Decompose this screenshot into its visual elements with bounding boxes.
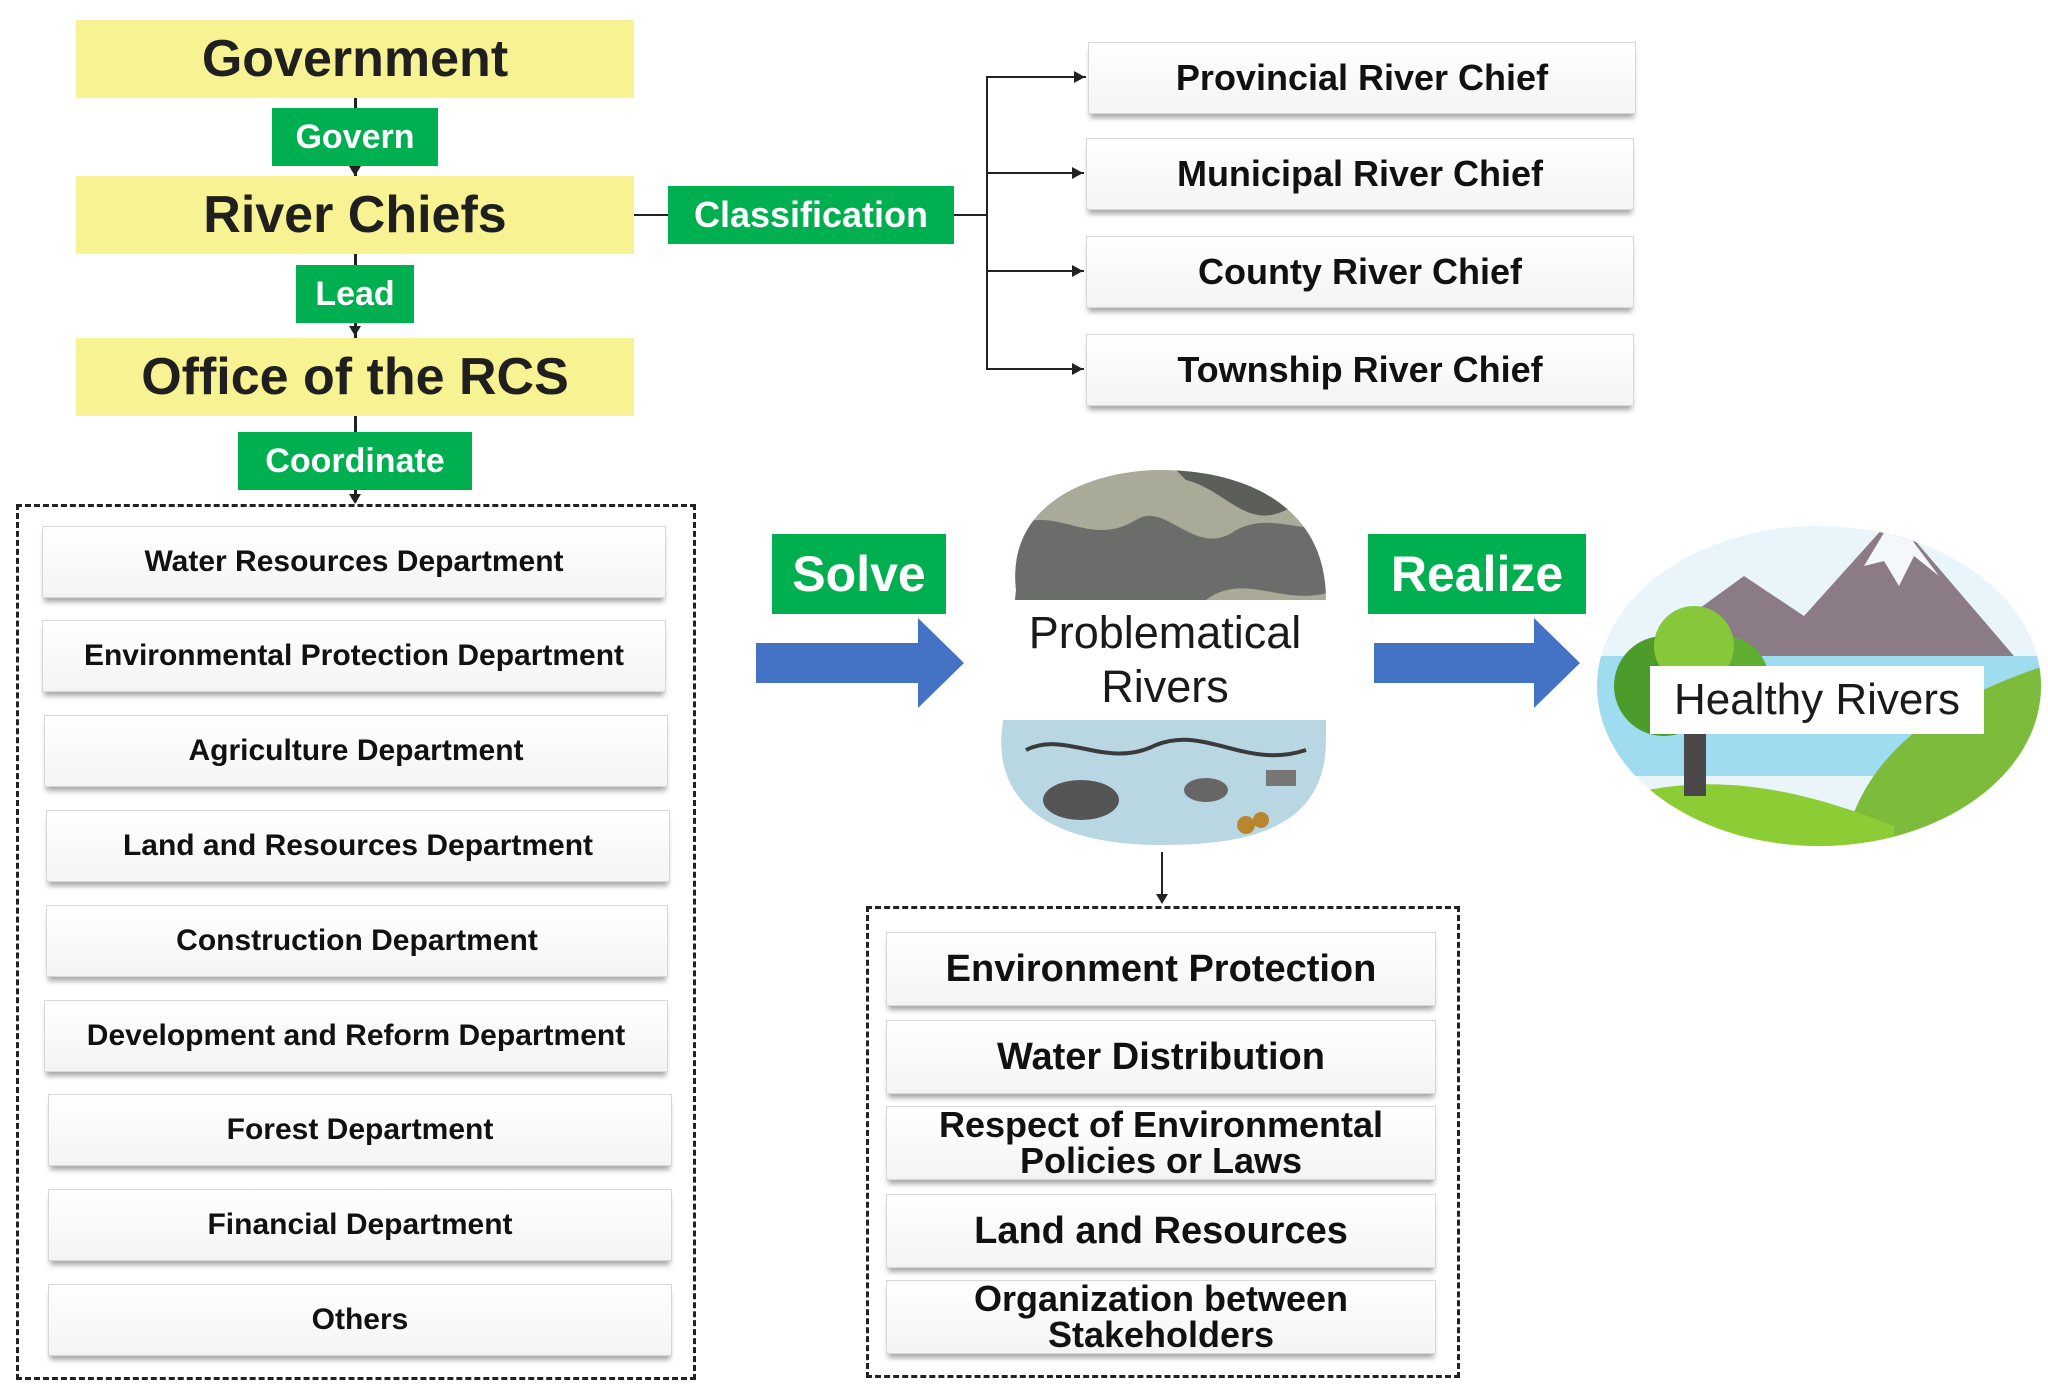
realize-arrow-icon <box>1374 618 1580 708</box>
issues-group <box>866 906 1460 1378</box>
office-label: Office of the RCS <box>141 348 569 406</box>
department-item: Environmental Protection Department <box>42 620 666 692</box>
connector <box>986 270 1084 272</box>
government-label: Government <box>201 30 509 88</box>
issue-label: Land and Resources <box>974 1210 1348 1252</box>
department-item: Water Resources Department <box>42 526 666 598</box>
office-box: Office of the RCS <box>76 338 634 416</box>
department-item: Forest Department <box>48 1094 672 1166</box>
problematical-rivers-label: Problematical Rivers <box>1000 600 1330 720</box>
issue-label: Environment Protection <box>945 948 1377 990</box>
govern-label-box: Govern <box>272 108 438 166</box>
coordinate-label-box: Coordinate <box>238 432 472 490</box>
department-label: Others <box>311 1303 409 1336</box>
connector <box>986 76 1086 78</box>
department-label: Development and Reform Department <box>86 1019 626 1052</box>
department-item: Land and Resources Department <box>46 810 670 882</box>
connector <box>634 214 670 216</box>
lead-label-box: Lead <box>296 265 414 323</box>
arrow-right-icon <box>1072 265 1083 277</box>
classification-label-box: Classification <box>668 186 954 244</box>
department-label: Water Resources Department <box>144 545 564 578</box>
river-chief-level-label: Municipal River Chief <box>1176 153 1544 194</box>
department-label: Financial Department <box>207 1208 513 1241</box>
arrow-right-icon <box>1074 71 1085 83</box>
river-chief-level: Municipal River Chief <box>1086 138 1634 210</box>
arrow-down-icon <box>349 166 361 176</box>
issue-label-line1: Organization between <box>973 1278 1349 1319</box>
river-chief-level-label: Township River Chief <box>1177 349 1543 390</box>
issue-label-line2: Stakeholders <box>1047 1314 1275 1355</box>
arrow-down-icon <box>1156 894 1168 904</box>
issue-label-line1: Respect of Environmental <box>938 1104 1384 1145</box>
solve-label-box: Solve <box>772 534 946 614</box>
coordinate-label: Coordinate <box>265 441 445 480</box>
river-chiefs-box: River Chiefs <box>76 176 634 254</box>
departments-group <box>16 504 696 1380</box>
department-label: Environmental Protection Department <box>83 639 625 672</box>
issue-item: Water Distribution <box>886 1020 1436 1094</box>
department-label: Agriculture Department <box>188 734 524 767</box>
solve-label: Solve <box>792 546 926 602</box>
realize-label-box: Realize <box>1368 534 1586 614</box>
government-box: Government <box>76 20 634 98</box>
river-chief-level: Township River Chief <box>1086 334 1634 406</box>
connector <box>986 368 1084 370</box>
connector <box>986 172 1084 174</box>
classification-label: Classification <box>693 194 929 235</box>
river-chief-level: Provincial River Chief <box>1088 42 1636 114</box>
govern-label: Govern <box>295 117 415 156</box>
river-chiefs-label: River Chiefs <box>203 186 507 244</box>
realize-label: Realize <box>1390 546 1564 602</box>
arrow-down-icon <box>349 494 361 504</box>
issue-item: Organization between Stakeholders <box>886 1280 1436 1354</box>
river-chief-level: County River Chief <box>1086 236 1634 308</box>
department-label: Forest Department <box>226 1113 494 1146</box>
department-label: Construction Department <box>176 924 538 957</box>
department-item: Financial Department <box>48 1189 672 1261</box>
issue-label: Water Distribution <box>997 1036 1325 1078</box>
department-item: Agriculture Department <box>44 715 668 787</box>
solve-arrow-icon <box>756 618 964 708</box>
arrow-right-icon <box>1072 167 1083 179</box>
arrow-right-icon <box>1072 363 1083 375</box>
department-label: Land and Resources Department <box>122 829 594 862</box>
connector <box>954 214 988 216</box>
problem-label-line2: Rivers <box>1101 661 1229 712</box>
issue-item: Respect of Environmental Policies or Law… <box>886 1106 1436 1180</box>
problem-label-line1: Problematical <box>1028 607 1302 658</box>
department-item: Construction Department <box>46 905 668 977</box>
healthy-rivers-label: Healthy Rivers <box>1650 666 1984 734</box>
issue-item: Land and Resources <box>886 1194 1436 1268</box>
river-chief-level-label: County River Chief <box>1197 251 1523 292</box>
connector <box>986 76 988 368</box>
river-chief-level-label: Provincial River Chief <box>1175 57 1549 98</box>
issue-label-line2: Policies or Laws <box>1019 1140 1303 1181</box>
connector <box>1161 852 1163 900</box>
arrow-down-icon <box>349 326 361 336</box>
lead-label: Lead <box>315 274 395 313</box>
department-item: Others <box>48 1284 672 1356</box>
issue-item: Environment Protection <box>886 932 1436 1006</box>
department-item: Development and Reform Department <box>44 1000 668 1072</box>
healthy-label: Healthy Rivers <box>1673 675 1961 724</box>
